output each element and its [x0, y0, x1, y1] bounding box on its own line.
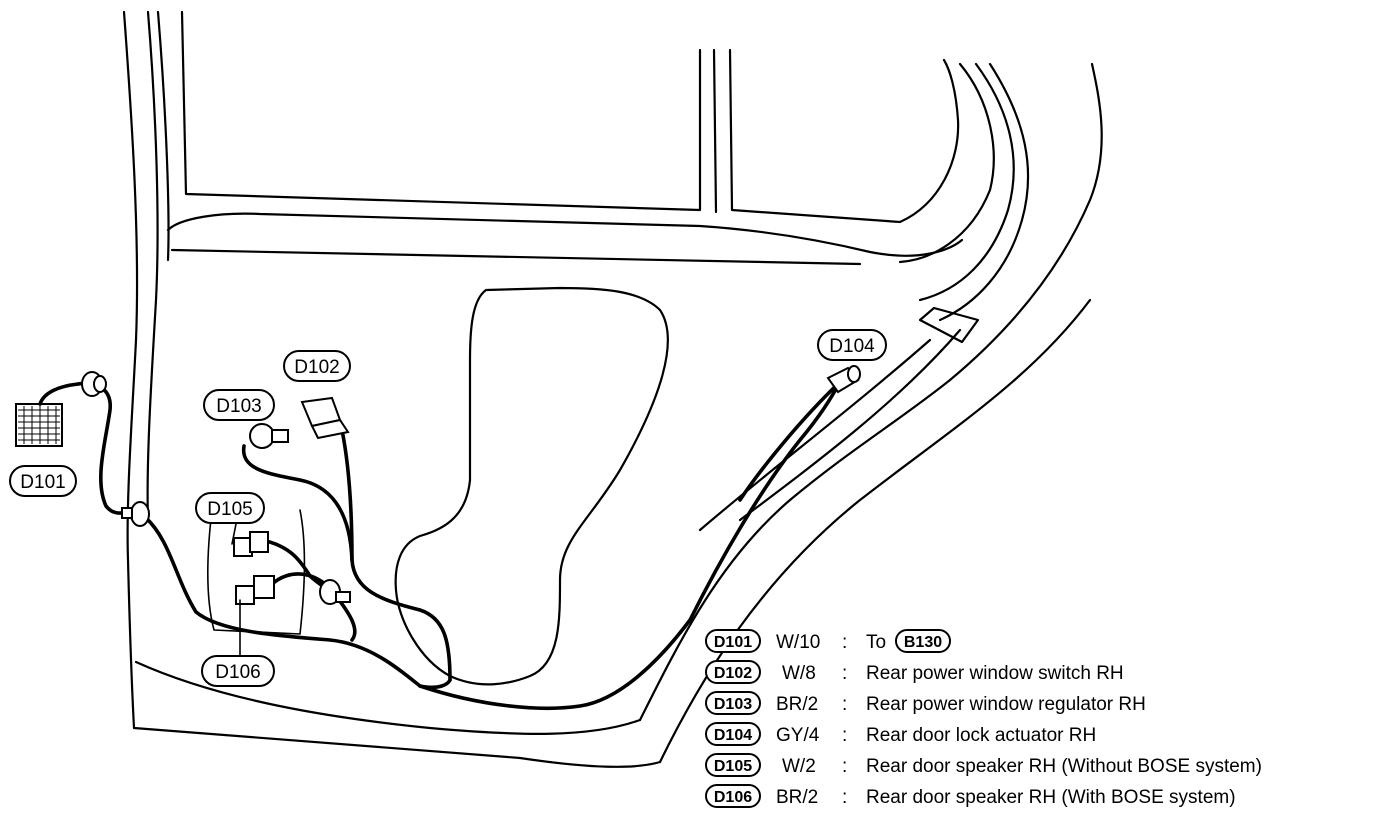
- legend-code: D105: [714, 758, 752, 775]
- legend-sep: :: [842, 694, 847, 715]
- legend-sep: :: [842, 756, 847, 777]
- callout-d106: D106: [201, 655, 275, 687]
- legend-row: D101 W/10 : To B130: [705, 629, 951, 653]
- grommet-front: [121, 501, 150, 527]
- callout-d104-text: D104: [829, 336, 875, 357]
- legend-ref: B130: [904, 634, 942, 651]
- legend-row: D105 W/2 : Rear door speaker RH (Without…: [705, 753, 1262, 777]
- callout-d101-text: D101: [20, 472, 65, 493]
- legend-code: D102: [714, 665, 752, 682]
- legend-desc: Rear door speaker RH (Without BOSE syste…: [866, 756, 1262, 777]
- leader-lines: [231, 523, 241, 657]
- connector-d103: [249, 423, 289, 449]
- legend-wire: GY/4: [776, 725, 820, 746]
- legend-code: D104: [714, 727, 752, 744]
- legend-desc: To: [866, 632, 886, 653]
- legend-desc: Rear door lock actuator RH: [866, 725, 1096, 746]
- legend-sep: :: [842, 632, 847, 653]
- legend-sep: :: [842, 663, 847, 684]
- connector-d101-block: [15, 382, 80, 447]
- legend-desc: Rear door speaker RH (With BOSE system): [866, 787, 1236, 808]
- grommet-d101: [81, 371, 107, 397]
- connector-d102: [300, 396, 350, 440]
- legend-wire: W/2: [782, 756, 816, 777]
- legend-row: D103 BR/2 : Rear power window regulator …: [705, 691, 1146, 715]
- legend-wire: W/10: [776, 632, 820, 653]
- legend-wire: BR/2: [776, 787, 818, 808]
- connector-d106: [235, 575, 275, 605]
- legend-sep: :: [842, 725, 847, 746]
- callout-d103-text: D103: [216, 396, 261, 417]
- callout-d103: D103: [203, 389, 275, 421]
- legend-wire: W/8: [782, 663, 816, 684]
- connector-d105: [233, 531, 269, 557]
- legend-row: D104 GY/4 : Rear door lock actuator RH: [705, 722, 1096, 746]
- legend-row: D106 BR/2 : Rear door speaker RH (With B…: [705, 784, 1236, 808]
- callout-d102-text: D102: [294, 357, 339, 378]
- door-outline: [122, 10, 1103, 768]
- wiring-harness: [76, 380, 842, 711]
- legend-desc: Rear power window switch RH: [866, 663, 1124, 684]
- legend-desc: Rear power window regulator RH: [866, 694, 1146, 715]
- callout-d102: D102: [283, 350, 351, 382]
- legend-code: D103: [714, 696, 752, 713]
- legend-code: D106: [714, 789, 752, 806]
- callout-d105: D105: [195, 492, 265, 524]
- connector-d104: [826, 365, 861, 394]
- callout-d104: D104: [817, 329, 887, 361]
- grommet-speaker: [319, 579, 351, 605]
- legend-wire: BR/2: [776, 694, 818, 715]
- legend-row: D102 W/8 : Rear power window switch RH: [705, 660, 1124, 684]
- legend-sep: :: [842, 787, 847, 808]
- callout-d105-text: D105: [207, 499, 252, 520]
- callout-d106-text: D106: [215, 662, 260, 683]
- legend-code: D101: [714, 634, 752, 651]
- legend: D101 W/10 : To B130 D102 W/8 : Rear powe…: [705, 629, 1262, 808]
- callout-d101: D101: [9, 465, 77, 497]
